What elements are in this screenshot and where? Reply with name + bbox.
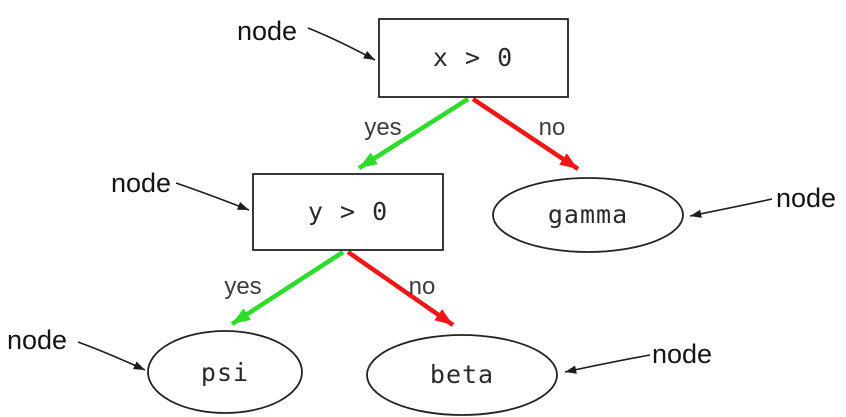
edge-label-yes-internal: yes xyxy=(224,273,261,300)
annotation-arrow-psi xyxy=(77,341,146,371)
root-node-rect xyxy=(378,18,569,98)
annotation-label-beta: node xyxy=(652,339,712,369)
internal-node-label: y > 0 xyxy=(308,197,388,226)
gamma-node-ellipse xyxy=(492,177,684,253)
annotation-arrow-gamma xyxy=(689,198,773,218)
edge-internal-no xyxy=(346,250,455,327)
gamma-node-label: gamma xyxy=(548,200,628,229)
annotation-arrow-beta xyxy=(564,354,651,374)
edge-label-no-root: no xyxy=(539,114,566,141)
edge-label-yes-root: yes xyxy=(364,114,401,141)
edge-label-no-internal: no xyxy=(409,273,436,300)
annotation-label-gamma: node xyxy=(776,183,836,213)
edge-root-no xyxy=(471,97,580,171)
annotation-label-internal: node xyxy=(111,168,171,198)
root-node-label: x > 0 xyxy=(433,43,513,72)
psi-node-ellipse xyxy=(147,330,303,414)
annotation-arrow-internal xyxy=(175,182,250,211)
internal-node-rect xyxy=(252,173,444,251)
psi-node-label: psi xyxy=(201,358,249,387)
annotation-arrow-root xyxy=(307,27,376,61)
edge-internal-yes xyxy=(230,250,345,326)
beta-node-label: beta xyxy=(430,360,494,389)
beta-node-ellipse xyxy=(366,334,558,416)
annotation-label-root: node xyxy=(237,16,297,46)
annotation-label-psi: node xyxy=(7,325,67,355)
edge-root-yes xyxy=(357,97,470,170)
